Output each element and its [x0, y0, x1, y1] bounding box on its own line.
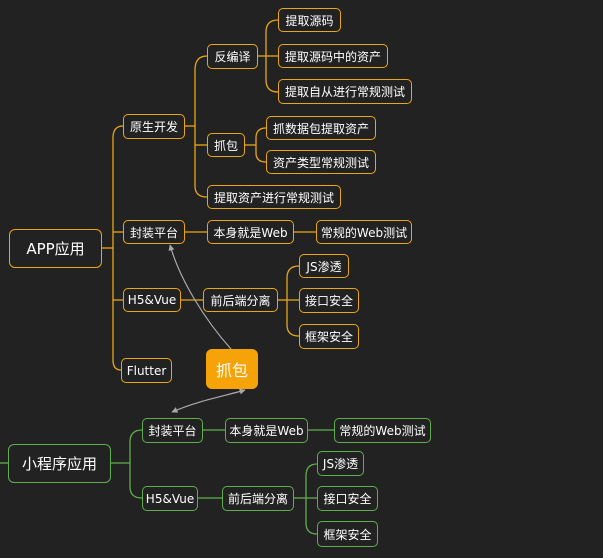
native-dev-node[interactable]: 原生开发	[123, 114, 185, 139]
miniapp-web-test-node[interactable]: 常规的Web测试	[334, 418, 431, 443]
decompile-node[interactable]: 反编译	[207, 44, 258, 69]
miniapp-is-web-node[interactable]: 本身就是Web	[225, 418, 308, 443]
js-penetration-node[interactable]: JS渗透	[299, 254, 349, 278]
h5vue-node[interactable]: H5&Vue	[123, 288, 181, 312]
capture-highlight-node[interactable]: 抓包	[206, 349, 258, 389]
is-web-node[interactable]: 本身就是Web	[207, 220, 294, 244]
app-root-node[interactable]: APP应用	[9, 229, 102, 268]
extract-assets-test-node[interactable]: 提取资产进行常规测试	[207, 185, 341, 209]
miniapp-api-security-node[interactable]: 接口安全	[317, 486, 378, 511]
miniapp-framework-security-node[interactable]: 框架安全	[317, 521, 378, 547]
app-tree-connectors	[102, 19, 316, 371]
asset-type-test-node[interactable]: 资产类型常规测试	[266, 150, 376, 174]
miniapp-js-penetration-node[interactable]: JS渗透	[317, 451, 364, 476]
frontend-backend-node[interactable]: 前后端分离	[203, 288, 278, 312]
capture-node[interactable]: 抓包	[207, 133, 245, 157]
wrapper-platform-node[interactable]: 封装平台	[123, 220, 185, 244]
miniapp-tree-connectors	[0, 429, 334, 535]
web-test-node[interactable]: 常规的Web测试	[316, 220, 412, 244]
framework-security-node[interactable]: 框架安全	[299, 324, 359, 349]
miniapp-h5vue-node[interactable]: H5&Vue	[142, 486, 198, 511]
miniapp-root-node[interactable]: 小程序应用	[8, 444, 111, 483]
extract-source-assets-node[interactable]: 提取源码中的资产	[278, 44, 388, 68]
cross-links	[168, 244, 246, 413]
miniapp-wrapper-platform-node[interactable]: 封装平台	[142, 418, 203, 443]
miniapp-frontend-backend-node[interactable]: 前后端分离	[222, 486, 294, 511]
capture-assets-node[interactable]: 抓数据包提取资产	[266, 116, 376, 140]
self-test-node[interactable]: 提取自从进行常规测试	[278, 79, 412, 104]
flutter-node[interactable]: Flutter	[121, 358, 172, 383]
extract-source-node[interactable]: 提取源码	[278, 8, 341, 32]
api-security-node[interactable]: 接口安全	[299, 288, 359, 313]
